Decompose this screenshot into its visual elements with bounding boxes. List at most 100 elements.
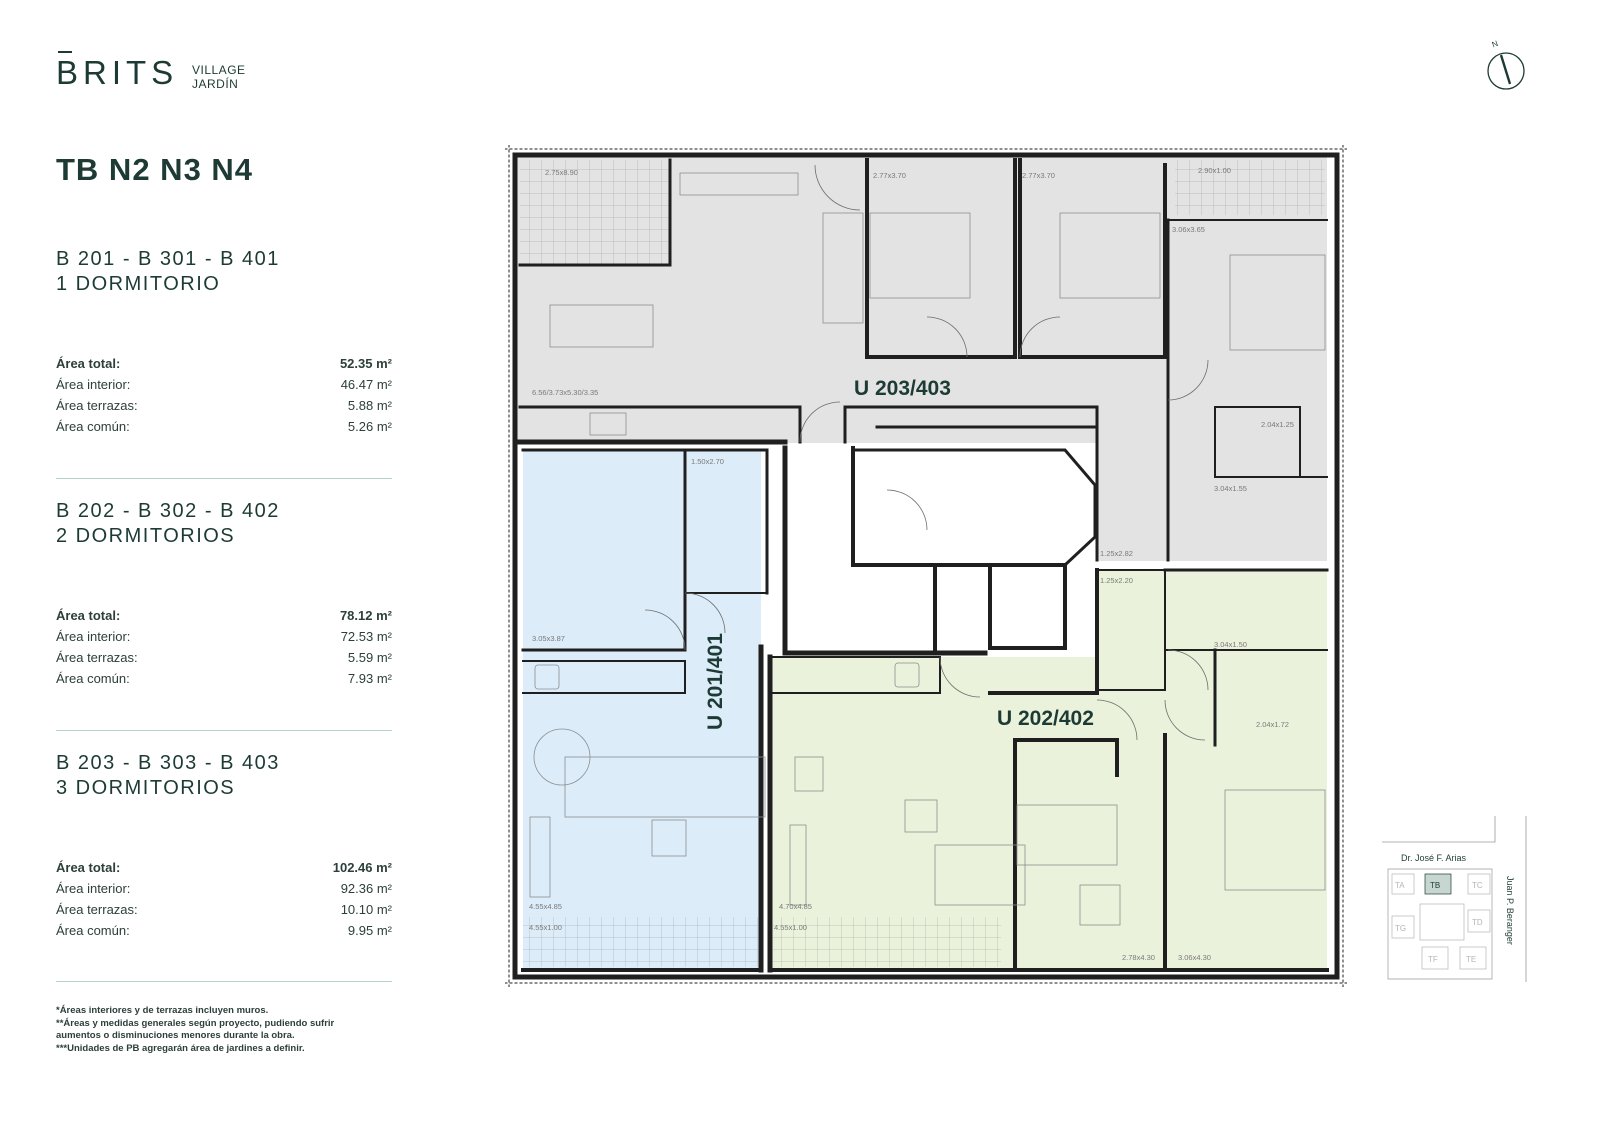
area-row-total: Área total:102.46 m² bbox=[56, 857, 392, 878]
keymap-block-ta: TA bbox=[1395, 881, 1405, 890]
area-table: Área total:102.46 m² Área interior: 92.36… bbox=[56, 857, 392, 941]
brand-name: BRITS bbox=[56, 54, 179, 91]
unit-label-203: U 203/403 bbox=[854, 377, 951, 400]
area-label: Área total: bbox=[56, 356, 121, 371]
unit-block-2-bedrooms: B 202 - B 302 - B 402 2 DORMITORIOS Área… bbox=[56, 499, 392, 689]
area-row-common: Área común: 7.93 m² bbox=[56, 668, 392, 689]
north-compass-icon: N bbox=[1487, 39, 1525, 90]
plan-walls bbox=[505, 145, 1347, 987]
area-value: 9.95 m² bbox=[347, 923, 392, 938]
unit-201-area bbox=[523, 450, 761, 970]
area-row-terraces: Área terrazas: 5.59 m² bbox=[56, 647, 392, 668]
page-title: TB N2 N3 N4 bbox=[56, 152, 254, 187]
keymap-block-te: TE bbox=[1466, 955, 1476, 964]
area-value: 5.59 m² bbox=[347, 650, 392, 665]
unit-label-201: U 201/401 bbox=[704, 633, 727, 730]
dim-label: 4.55x1.00 bbox=[529, 923, 562, 932]
area-row-common: Área común: 9.95 m² bbox=[56, 920, 392, 941]
area-row-total: Área total: 52.35 m² bbox=[56, 353, 392, 374]
core-area bbox=[785, 448, 1095, 656]
dim-label: 2.77x3.70 bbox=[1022, 171, 1055, 180]
unit-codes: B 203 - B 303 - B 403 bbox=[56, 752, 280, 774]
area-row-interior: Área interior: 46.47 m² bbox=[56, 374, 392, 395]
section-divider bbox=[56, 478, 392, 479]
brand-sub-line2: JARDÍN bbox=[192, 77, 239, 91]
area-row-interior: Área interior: 72.53 m² bbox=[56, 626, 392, 647]
keymap-block-tb: TB bbox=[1430, 881, 1440, 890]
compass-label: N bbox=[1491, 39, 1500, 50]
dim-label: 1.25x2.20 bbox=[1100, 576, 1133, 585]
footnote-line: aumentos o disminuciones menores durante… bbox=[56, 1030, 295, 1041]
dim-label: 2.75x8.90 bbox=[545, 168, 578, 177]
dim-label: 4.55x1.00 bbox=[774, 923, 807, 932]
area-table: Área total: 78.12 m² Área interior: 72.53 … bbox=[56, 605, 392, 689]
dim-label: 2.04x1.25 bbox=[1261, 420, 1294, 429]
keymap-block-tg: TG bbox=[1395, 924, 1406, 933]
floor-plan: U 203/403 U 201/401 U 202/402 2.75x8.90 … bbox=[505, 145, 1347, 987]
area-label: Área terrazas: bbox=[56, 650, 138, 665]
area-row-common: Área común: 5.26 m² bbox=[56, 416, 392, 437]
keymap-block-td: TD bbox=[1472, 918, 1483, 927]
area-label: Área total: bbox=[56, 860, 121, 875]
unit-labels: U 203/403 U 201/401 U 202/402 bbox=[704, 377, 1094, 730]
street-label-right: Juan P. Beranger bbox=[1505, 876, 1515, 945]
unit-block-1-bedroom: B 201 - B 301 - B 401 1 DORMITORIO Área … bbox=[56, 247, 392, 437]
dim-label: 3.04x1.55 bbox=[1214, 484, 1247, 493]
area-value: 5.88 m² bbox=[347, 398, 392, 413]
dim-label: 3.04x1.50 bbox=[1214, 640, 1247, 649]
area-label: Área terrazas: bbox=[56, 902, 138, 917]
dim-label: 2.78x4.30 bbox=[1122, 953, 1155, 962]
unit-type: 2 DORMITORIOS bbox=[56, 525, 236, 547]
street-label-top: Dr. José F. Arias bbox=[1401, 853, 1467, 863]
site-key-map: Dr. José F. Arias Juan P. Beranger TA TB… bbox=[1382, 816, 1527, 982]
unit-label-202: U 202/402 bbox=[997, 707, 1094, 730]
dim-label: 3.05x3.87 bbox=[532, 634, 565, 643]
door-swings bbox=[644, 164, 1209, 741]
dim-label: 2.90x1.00 bbox=[1198, 166, 1231, 175]
keymap-block-tc: TC bbox=[1472, 881, 1483, 890]
area-table: Área total: 52.35 m² Área interior: 46.47 … bbox=[56, 353, 392, 437]
dim-label: 3.06x4.30 bbox=[1178, 953, 1211, 962]
keymap-block-tb-highlight bbox=[1424, 873, 1452, 895]
furniture bbox=[529, 172, 1326, 926]
footnote-line: **Áreas y medidas generales según proyec… bbox=[56, 1017, 335, 1029]
area-row-total: Área total: 78.12 m² bbox=[56, 605, 392, 626]
area-value: 5.26 m² bbox=[347, 419, 392, 434]
dim-label: 1.50x2.70 bbox=[691, 457, 724, 466]
section-divider bbox=[56, 730, 392, 731]
unit-type: 3 DORMITORIOS bbox=[56, 777, 236, 799]
brand-sub-line1: VILLAGE bbox=[192, 63, 246, 77]
dim-label: 2.77x3.70 bbox=[873, 171, 906, 180]
area-value: 46.47 m² bbox=[340, 377, 392, 392]
logo-macron bbox=[58, 51, 72, 53]
dimension-labels: 2.75x8.90 2.77x3.70 2.77x3.70 2.90x1.00 … bbox=[529, 166, 1294, 962]
area-label: Área interior: bbox=[56, 881, 131, 896]
dim-label: 6.56/3.73x5.30/3.35 bbox=[532, 388, 598, 397]
brand-subtitle: VILLAGE JARDÍN bbox=[192, 63, 246, 91]
keymap-block-tf: TF bbox=[1428, 955, 1438, 964]
area-label: Área terrazas: bbox=[56, 398, 138, 413]
area-label: Área común: bbox=[56, 419, 130, 434]
area-value: 10.10 m² bbox=[340, 902, 392, 917]
dim-label: 4.55x4.85 bbox=[529, 902, 562, 911]
dim-label: 3.06x3.65 bbox=[1172, 225, 1205, 234]
area-row-terraces: Área terrazas: 10.10 m² bbox=[56, 899, 392, 920]
area-label: Área total: bbox=[56, 608, 121, 623]
dim-label: 2.04x1.72 bbox=[1256, 720, 1289, 729]
area-label: Área común: bbox=[56, 923, 130, 938]
area-value: 92.36 m² bbox=[340, 881, 392, 896]
area-value: 52.35 m² bbox=[339, 356, 392, 371]
area-label: Área interior: bbox=[56, 629, 131, 644]
footnote-line: ***Unidades de PB agregarán área de jard… bbox=[56, 1042, 305, 1054]
brand-logo: BRITS bbox=[56, 51, 179, 91]
area-value: 78.12 m² bbox=[339, 608, 392, 623]
area-row-terraces: Área terrazas: 5.88 m² bbox=[56, 395, 392, 416]
dim-label: 4.70x4.85 bbox=[779, 902, 812, 911]
footnote-line: *Áreas interiores y de terrazas incluyen… bbox=[56, 1005, 269, 1016]
area-label: Área común: bbox=[56, 671, 130, 686]
area-label: Área interior: bbox=[56, 377, 131, 392]
area-value: 7.93 m² bbox=[347, 671, 392, 686]
area-row-interior: Área interior: 92.36 m² bbox=[56, 878, 392, 899]
area-value: 72.53 m² bbox=[340, 629, 392, 644]
footnotes: *Áreas interiores y de terrazas incluyen… bbox=[56, 1005, 396, 1055]
